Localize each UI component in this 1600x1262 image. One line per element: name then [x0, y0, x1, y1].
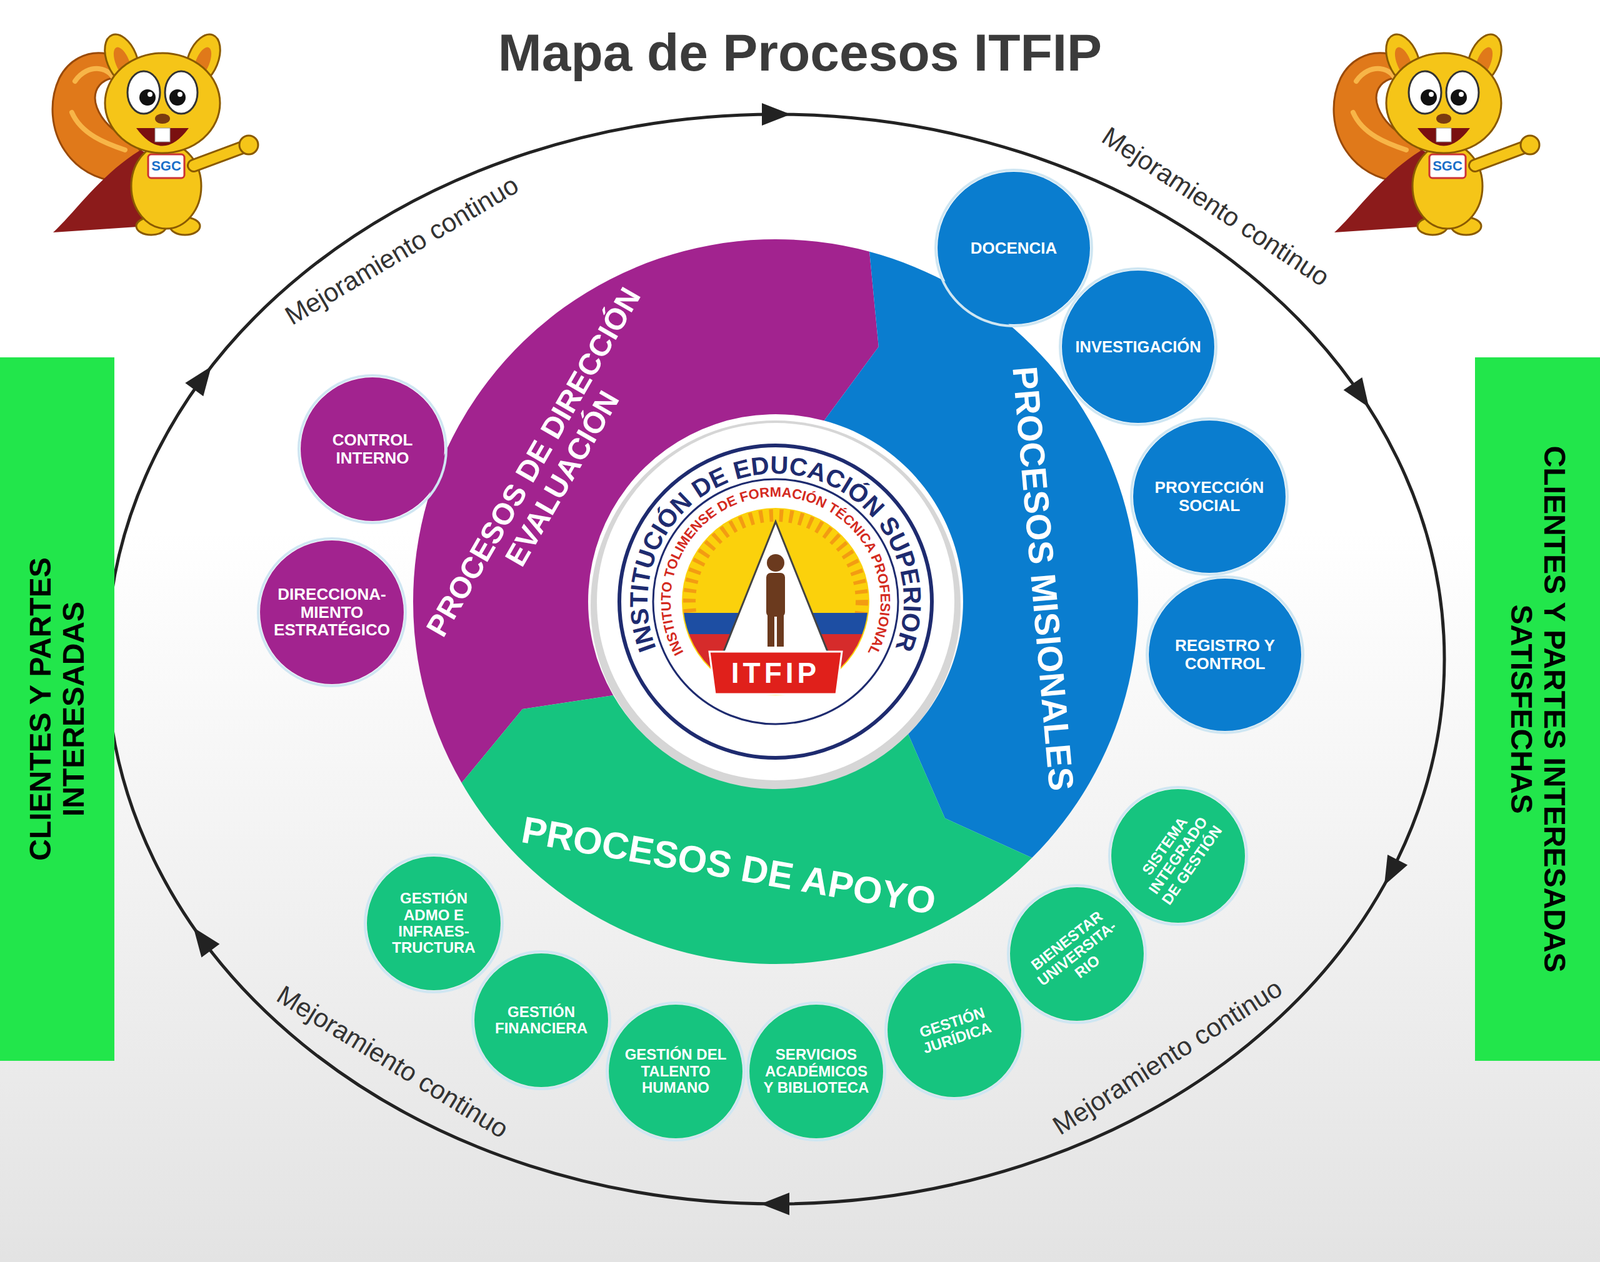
text-holder: CLIENTES Y PARTES INTERESADAS SATISFECHA…: [1504, 440, 1571, 979]
cycle-arrowhead: [760, 1193, 790, 1216]
text-holder: SGC: [151, 159, 182, 174]
circle-halo: [1109, 787, 1247, 925]
process-circle: BIENESTAR UNIVERSITA- RIO: [1006, 884, 1147, 1025]
text-holder: ITFIP: [731, 658, 820, 688]
circle-fill: [366, 856, 501, 991]
circle-fill: [1133, 420, 1286, 574]
institution-logo: INSTITUCIÓN DE EDUCACIÓN SUPERIORINSTITU…: [588, 414, 964, 790]
process-label: DIRECCIONA- MIENTO ESTRATÉGICO: [271, 585, 392, 640]
logo-figure-head: [766, 554, 785, 572]
logo-figure-leg: [776, 613, 784, 647]
process-label: INVESTIGACIÓN: [1075, 338, 1202, 356]
band-segment: [461, 695, 1032, 965]
cycle-arrowhead: [193, 928, 220, 959]
process-circle: DOCENCIA: [934, 168, 1094, 328]
circle-halo: [885, 961, 1024, 1100]
process-circle: PROYECCIÓN SOCIAL: [1130, 417, 1289, 577]
circle-halo: [365, 855, 503, 993]
logo-sun: [681, 508, 870, 696]
mascot: [52, 29, 259, 235]
circle-fill: [260, 540, 404, 685]
process-label: GESTIÓN FINANCIERA: [485, 1004, 598, 1038]
cycle-arrowhead: [185, 366, 212, 397]
logo-shadow: [590, 420, 961, 790]
circle-halo: [606, 1003, 745, 1141]
process-circle: SISTEMA INTEGRADO DE GESTIÓN: [1108, 786, 1249, 927]
cycle-arrowheads: [185, 103, 1408, 1216]
logo-figure-leg: [767, 613, 775, 647]
stakeholder-label: CLIENTES Y PARTES INTERESADAS SATISFECHA…: [1504, 440, 1571, 979]
circle-fill: [1010, 887, 1144, 1022]
circle-halo: [1146, 576, 1304, 734]
process-label: DOCENCIA: [950, 239, 1078, 258]
process-label: SERVICIOS ACADÉMICOS Y BIBLIOTECA: [760, 1046, 873, 1097]
logo-arc-text: INSTITUTO TOLIMENSE DE FORMACIÓN TÉCNICA…: [658, 484, 894, 659]
process-circle: INVESTIGACIÓN: [1058, 267, 1218, 427]
text-holder: SGC: [1432, 159, 1463, 174]
logo-arc-text: INSTITUTO TOLIMENSE DE FORMACIÓN TÉCNICA…: [658, 484, 894, 659]
cycle-arrowhead: [1343, 377, 1370, 408]
process-circle: GESTIÓN DEL TALENTO HUMANO: [605, 1001, 746, 1142]
process-label: PROYECCIÓN SOCIAL: [1146, 478, 1274, 515]
process-circle: CONTROL INTERNO: [297, 374, 448, 525]
process-circle: REGISTRO Y CONTROL: [1145, 575, 1305, 735]
circle-halo: [1060, 268, 1217, 425]
circle-halo: [747, 1003, 885, 1141]
diagram-title: Mapa de Procesos ITFIP: [0, 22, 1600, 84]
stakeholder-label: CLIENTES Y PARTES INTERESADAS: [24, 509, 91, 910]
process-label: GESTIÓN ADMO E INFRAES- TRUCTURA: [378, 890, 490, 957]
cycle-label: Mejoramiento continuo: [280, 170, 524, 332]
cycle-label: Mejoramiento continuo: [1096, 121, 1335, 293]
process-circle: DIRECCIONA- MIENTO ESTRATÉGICO: [256, 537, 407, 688]
circle-halo: [258, 538, 406, 687]
stakeholder-band: CLIENTES Y PARTES INTERESADAS: [0, 357, 115, 1062]
logo-figure-body: [766, 573, 785, 617]
badge-label: SGC: [1432, 159, 1463, 174]
circle-halo: [1008, 885, 1146, 1024]
logo-ring: [619, 445, 932, 759]
circle-halo: [298, 375, 447, 524]
logo-ground: [596, 423, 955, 781]
circle-fill: [887, 963, 1022, 1098]
circle-fill: [937, 171, 1090, 325]
badge-label: SGC: [151, 159, 182, 174]
circle-fill: [608, 1005, 743, 1139]
circle-fill: [474, 953, 609, 1088]
logo-emblem: INSTITUCIÓN DE EDUCACIÓN SUPERIORINSTITU…: [588, 414, 964, 790]
stakeholder-band: CLIENTES Y PARTES INTERESADAS SATISFECHA…: [1475, 357, 1600, 1062]
process-label: GESTIÓN DEL TALENTO HUMANO: [620, 1046, 732, 1097]
circle-fill: [1148, 578, 1302, 732]
circle-fill: [749, 1005, 884, 1139]
text-holder: Mejoramiento continuo: [1096, 121, 1335, 293]
improvement-cycle: [106, 114, 1445, 1205]
logo-triangle: [720, 521, 831, 660]
process-circle: GESTIÓN ADMO E INFRAES- TRUCTURA: [363, 853, 504, 994]
circle-fill: [1061, 270, 1215, 424]
logo-banner: [709, 651, 842, 695]
text-holder: Mejoramiento continuo: [280, 170, 524, 332]
circle-halo: [935, 170, 1092, 327]
circle-fill: [300, 377, 445, 522]
process-label: CONTROL INTERNO: [312, 431, 433, 467]
cycle-arrowhead: [1384, 855, 1408, 886]
process-label: REGISTRO Y CONTROL: [1161, 636, 1289, 673]
circle-halo: [1131, 418, 1288, 575]
cycle-arrowhead: [761, 103, 791, 126]
process-circle: GESTIÓN FINANCIERA: [471, 950, 612, 1091]
logo-inner-ring: [653, 479, 899, 725]
mascot: [1333, 29, 1540, 235]
process-circle: GESTIÓN JURÍDICA: [884, 960, 1025, 1101]
logo-acronym: ITFIP: [731, 658, 820, 688]
text-holder: CLIENTES Y PARTES INTERESADAS: [24, 509, 91, 910]
circle-halo: [472, 951, 610, 1090]
circle-fill: [1111, 789, 1245, 924]
process-circle: SERVICIOS ACADÉMICOS Y BIBLIOTECA: [746, 1001, 887, 1142]
